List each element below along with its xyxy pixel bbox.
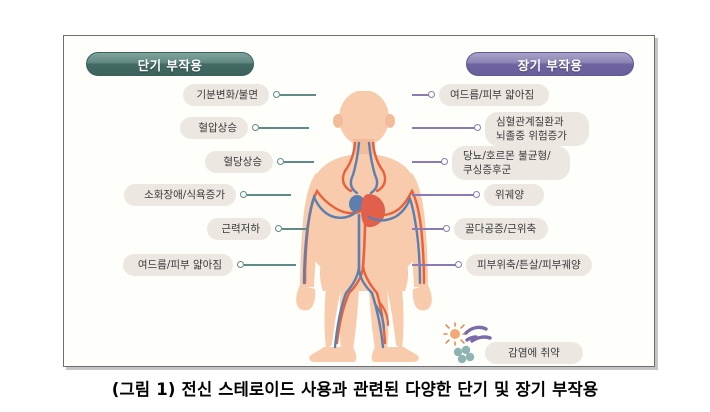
bacillus-glyph — [464, 325, 492, 343]
long-term-connector-dot-3 — [473, 191, 480, 198]
short-term-connector-dot-0 — [273, 91, 280, 98]
long-term-label-3[interactable]: 위궤양 — [484, 184, 544, 206]
short-term-label-4[interactable]: 근력저하 — [207, 218, 271, 240]
short-term-connector-dot-1 — [252, 124, 259, 131]
short-term-connector-line-2 — [284, 161, 314, 163]
short-term-connector-line-0 — [280, 94, 316, 96]
short-term-connector-dot-2 — [277, 158, 284, 165]
virus-glyph — [443, 322, 467, 346]
short-term-label-5[interactable]: 여드름/피부 얇아짐 — [123, 254, 233, 276]
short-term-connector-dot-3 — [240, 191, 247, 198]
long-term-connector-line-5 — [412, 264, 456, 266]
short-term-connector-line-1 — [259, 127, 309, 129]
short-term-label-1[interactable]: 혈압상승 — [180, 117, 248, 139]
human-body-illustration — [296, 91, 432, 362]
long-term-connector-line-2 — [412, 161, 442, 163]
short-term-label-2[interactable]: 혈당상승 — [205, 151, 273, 173]
long-term-label-0[interactable]: 여드름/피부 얇아짐 — [439, 84, 549, 106]
short-term-label-0[interactable]: 기분변화/불면 — [183, 84, 269, 106]
germ-icon — [443, 322, 492, 364]
long-term-connector-dot-0 — [428, 91, 435, 98]
short-term-label-3[interactable]: 소화장애/식욕증가 — [124, 184, 236, 206]
short-term-connector-line-4 — [282, 228, 308, 230]
long-term-connector-line-1 — [412, 127, 475, 129]
long-term-label-2[interactable]: 당뇨/호르몬 불균형/ 쿠싱증후군 — [452, 146, 570, 180]
short-term-header: 단기 부작용 — [86, 52, 254, 76]
long-term-label-5[interactable]: 피부위축/튼살/피부궤양 — [466, 254, 592, 276]
long-term-connector-dot-5 — [455, 261, 462, 268]
long-term-connector-line-0 — [412, 94, 429, 96]
short-term-connector-line-5 — [244, 264, 296, 266]
long-term-header: 장기 부작용 — [466, 52, 634, 76]
long-term-connector-line-4 — [412, 228, 444, 230]
long-term-connector-dot-1 — [474, 124, 481, 131]
long-term-label-6[interactable]: 감염에 취약 — [485, 342, 583, 364]
short-term-connector-dot-5 — [237, 261, 244, 268]
long-term-label-1[interactable]: 심혈관계질환과 뇌졸중 위험증가 — [485, 112, 589, 146]
long-term-connector-dot-4 — [443, 225, 450, 232]
long-term-connector-dot-2 — [441, 158, 448, 165]
long-term-label-4[interactable]: 골다공증/근위축 — [454, 218, 548, 240]
short-term-connector-line-3 — [247, 194, 291, 196]
coccus-glyph — [453, 345, 475, 364]
figure-caption: (그림 1) 전신 스테로이드 사용과 관련된 다양한 단기 및 장기 부작용 — [111, 380, 599, 399]
vascular-system — [302, 141, 426, 349]
long-term-connector-line-3 — [412, 194, 474, 196]
figure-frame: 단기 부작용 장기 부작용 — [63, 35, 655, 367]
short-term-connector-dot-4 — [275, 225, 282, 232]
